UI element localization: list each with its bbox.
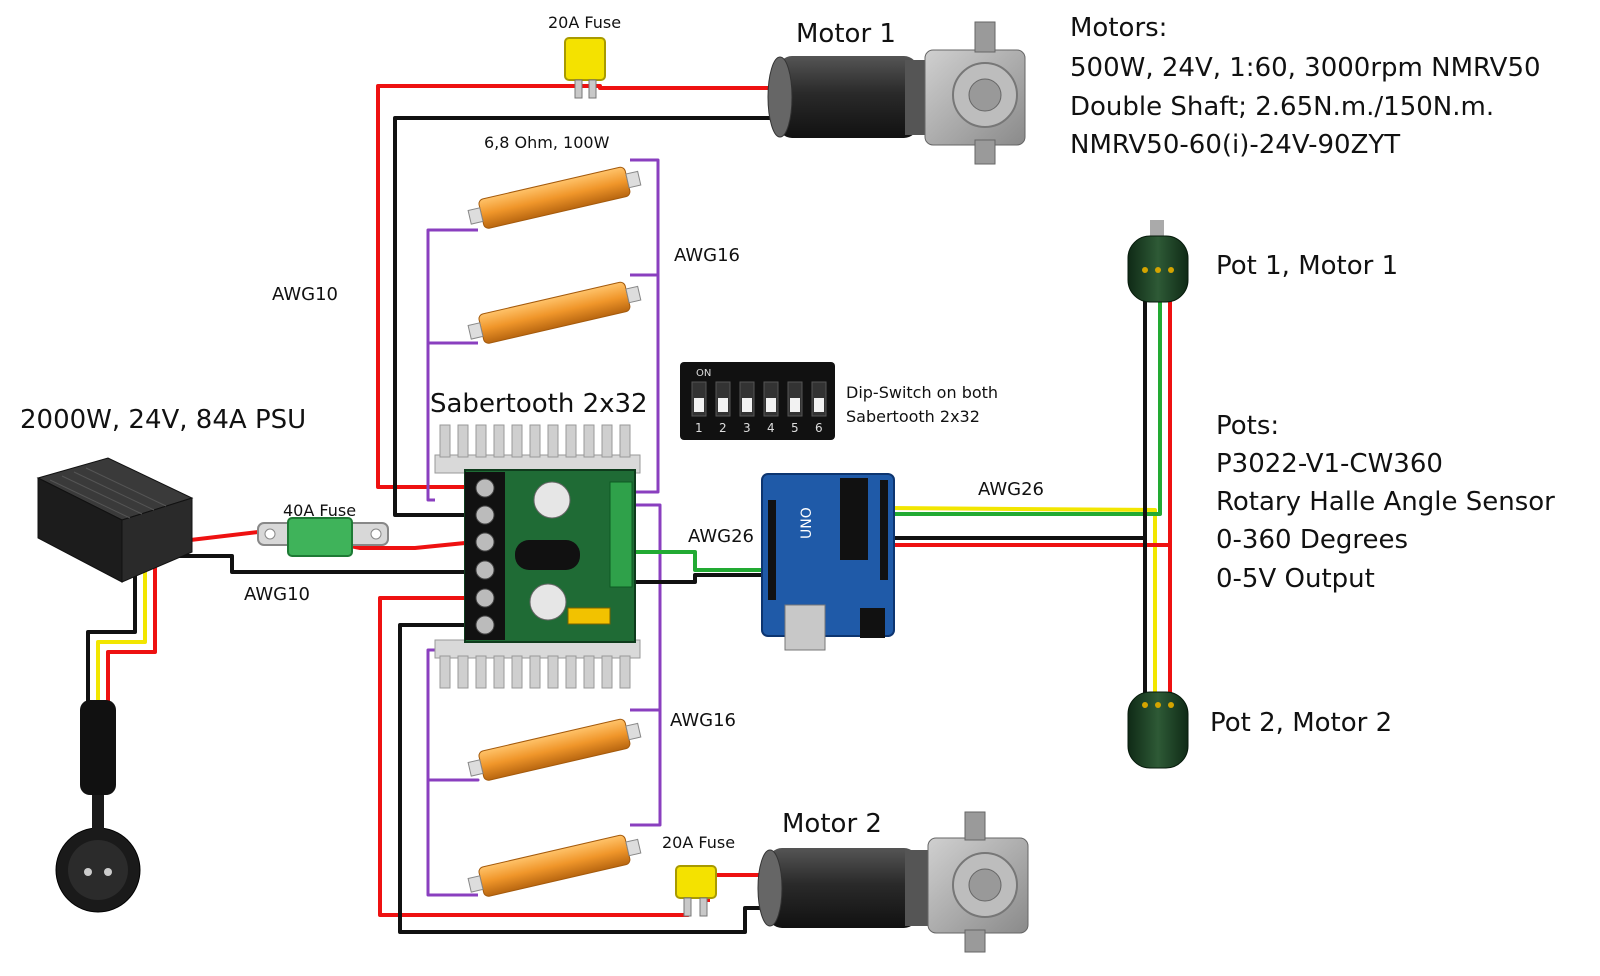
sabertooth-label: Sabertooth 2x32 [430,389,648,419]
fuse-40a-label: 40A Fuse [283,501,356,520]
fuse-top-label: 20A Fuse [548,13,621,32]
wire-motor1-black [393,116,778,517]
signal-terminal [609,481,633,588]
pots-spec-2: Rotary Halle Angle Sensor [1216,487,1555,517]
pot-1 [1127,220,1189,303]
awg16-bottom-label: AWG16 [670,710,736,731]
pots-spec-4: 0-5V Output [1216,564,1375,594]
wire-resistor-top-c [620,158,660,494]
screw-terminals [465,472,505,640]
heatsink-top [434,424,641,474]
wire-resistor-bot-c [426,648,480,897]
wire-resistor-top-a [426,228,478,345]
wire-psu-black [165,554,475,574]
arduino-label: UNO [799,507,815,539]
dip-number: 3 [743,421,751,435]
motor2-label: Motor 2 [782,809,882,839]
awg10-bottom-label: AWG10 [244,584,310,605]
dip-switch-label-1: Dip-Switch on both [846,383,998,402]
wire-resistor-bot-b [630,710,662,827]
wire-signal-green [625,550,768,572]
wire-motor2-black [398,623,768,934]
capacitor-3 [529,583,567,621]
awg26-left-label: AWG26 [688,526,754,547]
fuse-bottom-label: 20A Fuse [662,833,735,852]
awg26-right-label: AWG26 [978,479,1044,500]
mains-plug [55,700,141,913]
psu-label: 2000W, 24V, 84A PSU [20,405,306,435]
sabertooth-controller [434,424,641,689]
wire-resistor-bot-a [620,503,662,712]
motors-spec-2: Double Shaft; 2.65N.m./150N.m. [1070,92,1494,122]
motors-title: Motors: [1070,13,1167,43]
motors-spec-1: 500W, 24V, 1:60, 3000rpm NMRV50 [1070,53,1541,83]
motor-1 [767,21,1026,165]
resistor-4 [467,834,642,897]
dip-number: 1 [695,421,703,435]
motor1-label: Motor 1 [796,19,896,49]
pot1-label: Pot 1, Motor 1 [1216,251,1398,281]
wire-mains-yellow [96,565,147,702]
awg10-top-label: AWG10 [272,284,338,305]
pots-spec-1: P3022-V1-CW360 [1216,449,1443,479]
pots-spec-3: 0-360 Degrees [1216,525,1408,555]
wire-signal-black [625,573,768,584]
capacitor-2 [515,540,580,570]
pots-title: Pots: [1216,411,1279,441]
sabertooth-dip [567,607,611,625]
wire-mains-black [86,565,137,702]
resistor-3 [467,718,642,781]
fuse-40a [257,517,389,557]
dip-number: 6 [815,421,823,435]
dip-number: 2 [719,421,727,435]
fuse-20a-bottom [675,865,717,917]
motor-2 [757,811,1029,953]
pot2-label: Pot 2, Motor 2 [1210,708,1392,738]
psu [36,457,194,583]
wire-pot-green [890,278,1162,516]
dip-on-label: ON [696,368,711,379]
resistor-2 [467,281,642,344]
dip-number: 5 [791,421,799,435]
motors-spec-3: NMRV50-60(i)-24V-90ZYT [1070,130,1400,160]
wire-psu-red [164,528,476,550]
heatsink-bottom [434,639,641,689]
resistor-1 [467,166,642,229]
arduino-uno: UNO [761,473,895,651]
resistor-label: 6,8 Ohm, 100W [484,133,610,152]
pot-2 [1127,691,1189,769]
capacitor-1 [533,481,571,519]
fuse-20a-top [564,37,606,99]
awg16-top-label: AWG16 [674,245,740,266]
dip-switch-label-2: Sabertooth 2x32 [846,407,980,426]
wire-pot-yellow [889,506,1157,700]
wire-mains-red [106,565,157,702]
wire-resistor-top-b [426,343,435,502]
dip-switch: ON 1 2 3 4 5 6 [680,362,835,440]
dip-number: 4 [767,421,775,435]
